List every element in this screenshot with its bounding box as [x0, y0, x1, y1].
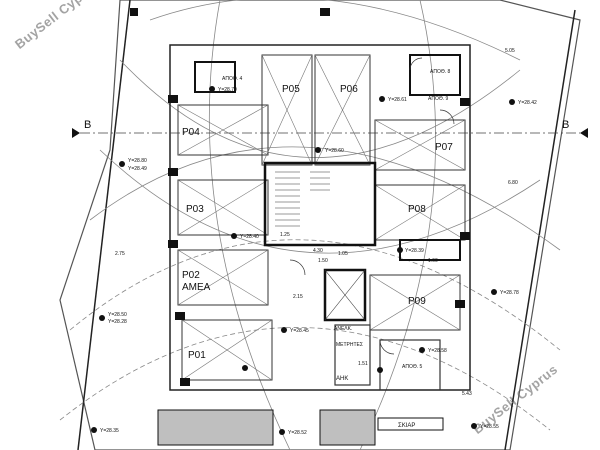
level-mark: Y=28.49	[128, 166, 147, 172]
level-mark: Y=28.39	[405, 248, 424, 254]
room-label-amea: AMEA	[182, 282, 211, 293]
dimension: 1.51	[358, 361, 368, 367]
room-label-meter: ΜΕΤΡΗΤΕΣ	[336, 342, 363, 348]
room-label-lift: ΑΝΕΛΚ.	[334, 326, 352, 332]
meter-room	[334, 324, 371, 386]
section-label-left: B	[84, 119, 91, 131]
level-marker-symbols	[91, 86, 515, 435]
parking-bays	[177, 54, 466, 381]
parking-label-p07: P07	[435, 142, 453, 153]
bay-diagonals	[177, 54, 466, 381]
boundary-right	[504, 9, 576, 450]
dimension: 4.30	[313, 248, 323, 254]
storage-room-right	[409, 54, 461, 96]
level-mark: Y=28.58	[428, 348, 447, 354]
parking-label-p01: P01	[188, 350, 206, 361]
level-mark: Y=28.70	[218, 87, 237, 93]
dimension: 5.43	[462, 391, 472, 397]
room-label-apod1: ΑΠΟΘ. 8	[430, 69, 451, 75]
room-label-apod2: ΑΠΟΘ. 9	[428, 96, 449, 102]
canopy-box	[377, 417, 444, 431]
level-mark: Y=28.45	[290, 328, 309, 334]
dimension: 2.75	[115, 251, 125, 257]
planter-left	[157, 409, 274, 446]
lift-shaft	[323, 268, 367, 322]
level-mark: Y=28.28	[108, 319, 127, 325]
planter-right	[319, 409, 376, 446]
stair-treads	[275, 171, 330, 227]
parking-label-p06: P06	[340, 84, 358, 95]
door-swings	[289, 57, 455, 355]
storage-bottom-right	[379, 339, 441, 391]
parking-label-p05: P05	[282, 84, 300, 95]
level-mark: Y=28.60	[325, 148, 344, 154]
parking-label-p04: P04	[182, 127, 200, 138]
dimension: 1.60	[428, 258, 438, 264]
level-mark: Y=28.61	[388, 97, 407, 103]
parking-label-p08: P08	[408, 204, 426, 215]
plot-boundary	[59, 0, 581, 450]
section-arrow-left	[72, 128, 80, 138]
parking-label-p02: P02	[182, 270, 200, 281]
level-mark: Y=28.55	[480, 424, 499, 430]
dimension: 5.05	[505, 48, 515, 54]
stair-core	[263, 161, 377, 247]
level-mark: Y=28.78	[500, 290, 519, 296]
columns	[130, 8, 470, 386]
storage-room-left	[194, 61, 236, 93]
setback-arcs	[59, 0, 561, 450]
dimension: 6.80	[508, 180, 518, 186]
level-mark: Y=28.35	[100, 428, 119, 434]
room-label-ahk: ΑΗΚ	[336, 376, 348, 382]
dimension: 2.15	[293, 294, 303, 300]
room-label-skiap: ΣΚΙΑΡ	[398, 423, 415, 429]
level-mark: Y=28.50	[108, 312, 127, 318]
section-arrow-right	[580, 128, 588, 138]
dimension: 1.50	[318, 258, 328, 264]
dimension: 1.25	[280, 232, 290, 238]
level-mark: Y=28.40	[240, 234, 259, 240]
level-mark: Y=28.80	[128, 158, 147, 164]
section-label-right: B	[562, 119, 569, 131]
dimension: 1.05	[338, 251, 348, 257]
room-label-apod4: ΑΠΟΘ. 5	[402, 364, 423, 370]
level-mark: Y=28.52	[288, 430, 307, 436]
room-label-apod3: ΑΠΟΘ. 4	[222, 76, 243, 82]
boundary-left	[77, 0, 131, 450]
level-mark: Y=28.42	[518, 100, 537, 106]
parking-label-p03: P03	[186, 204, 204, 215]
building-outline	[169, 44, 471, 391]
parking-label-p09: P09	[408, 296, 426, 307]
